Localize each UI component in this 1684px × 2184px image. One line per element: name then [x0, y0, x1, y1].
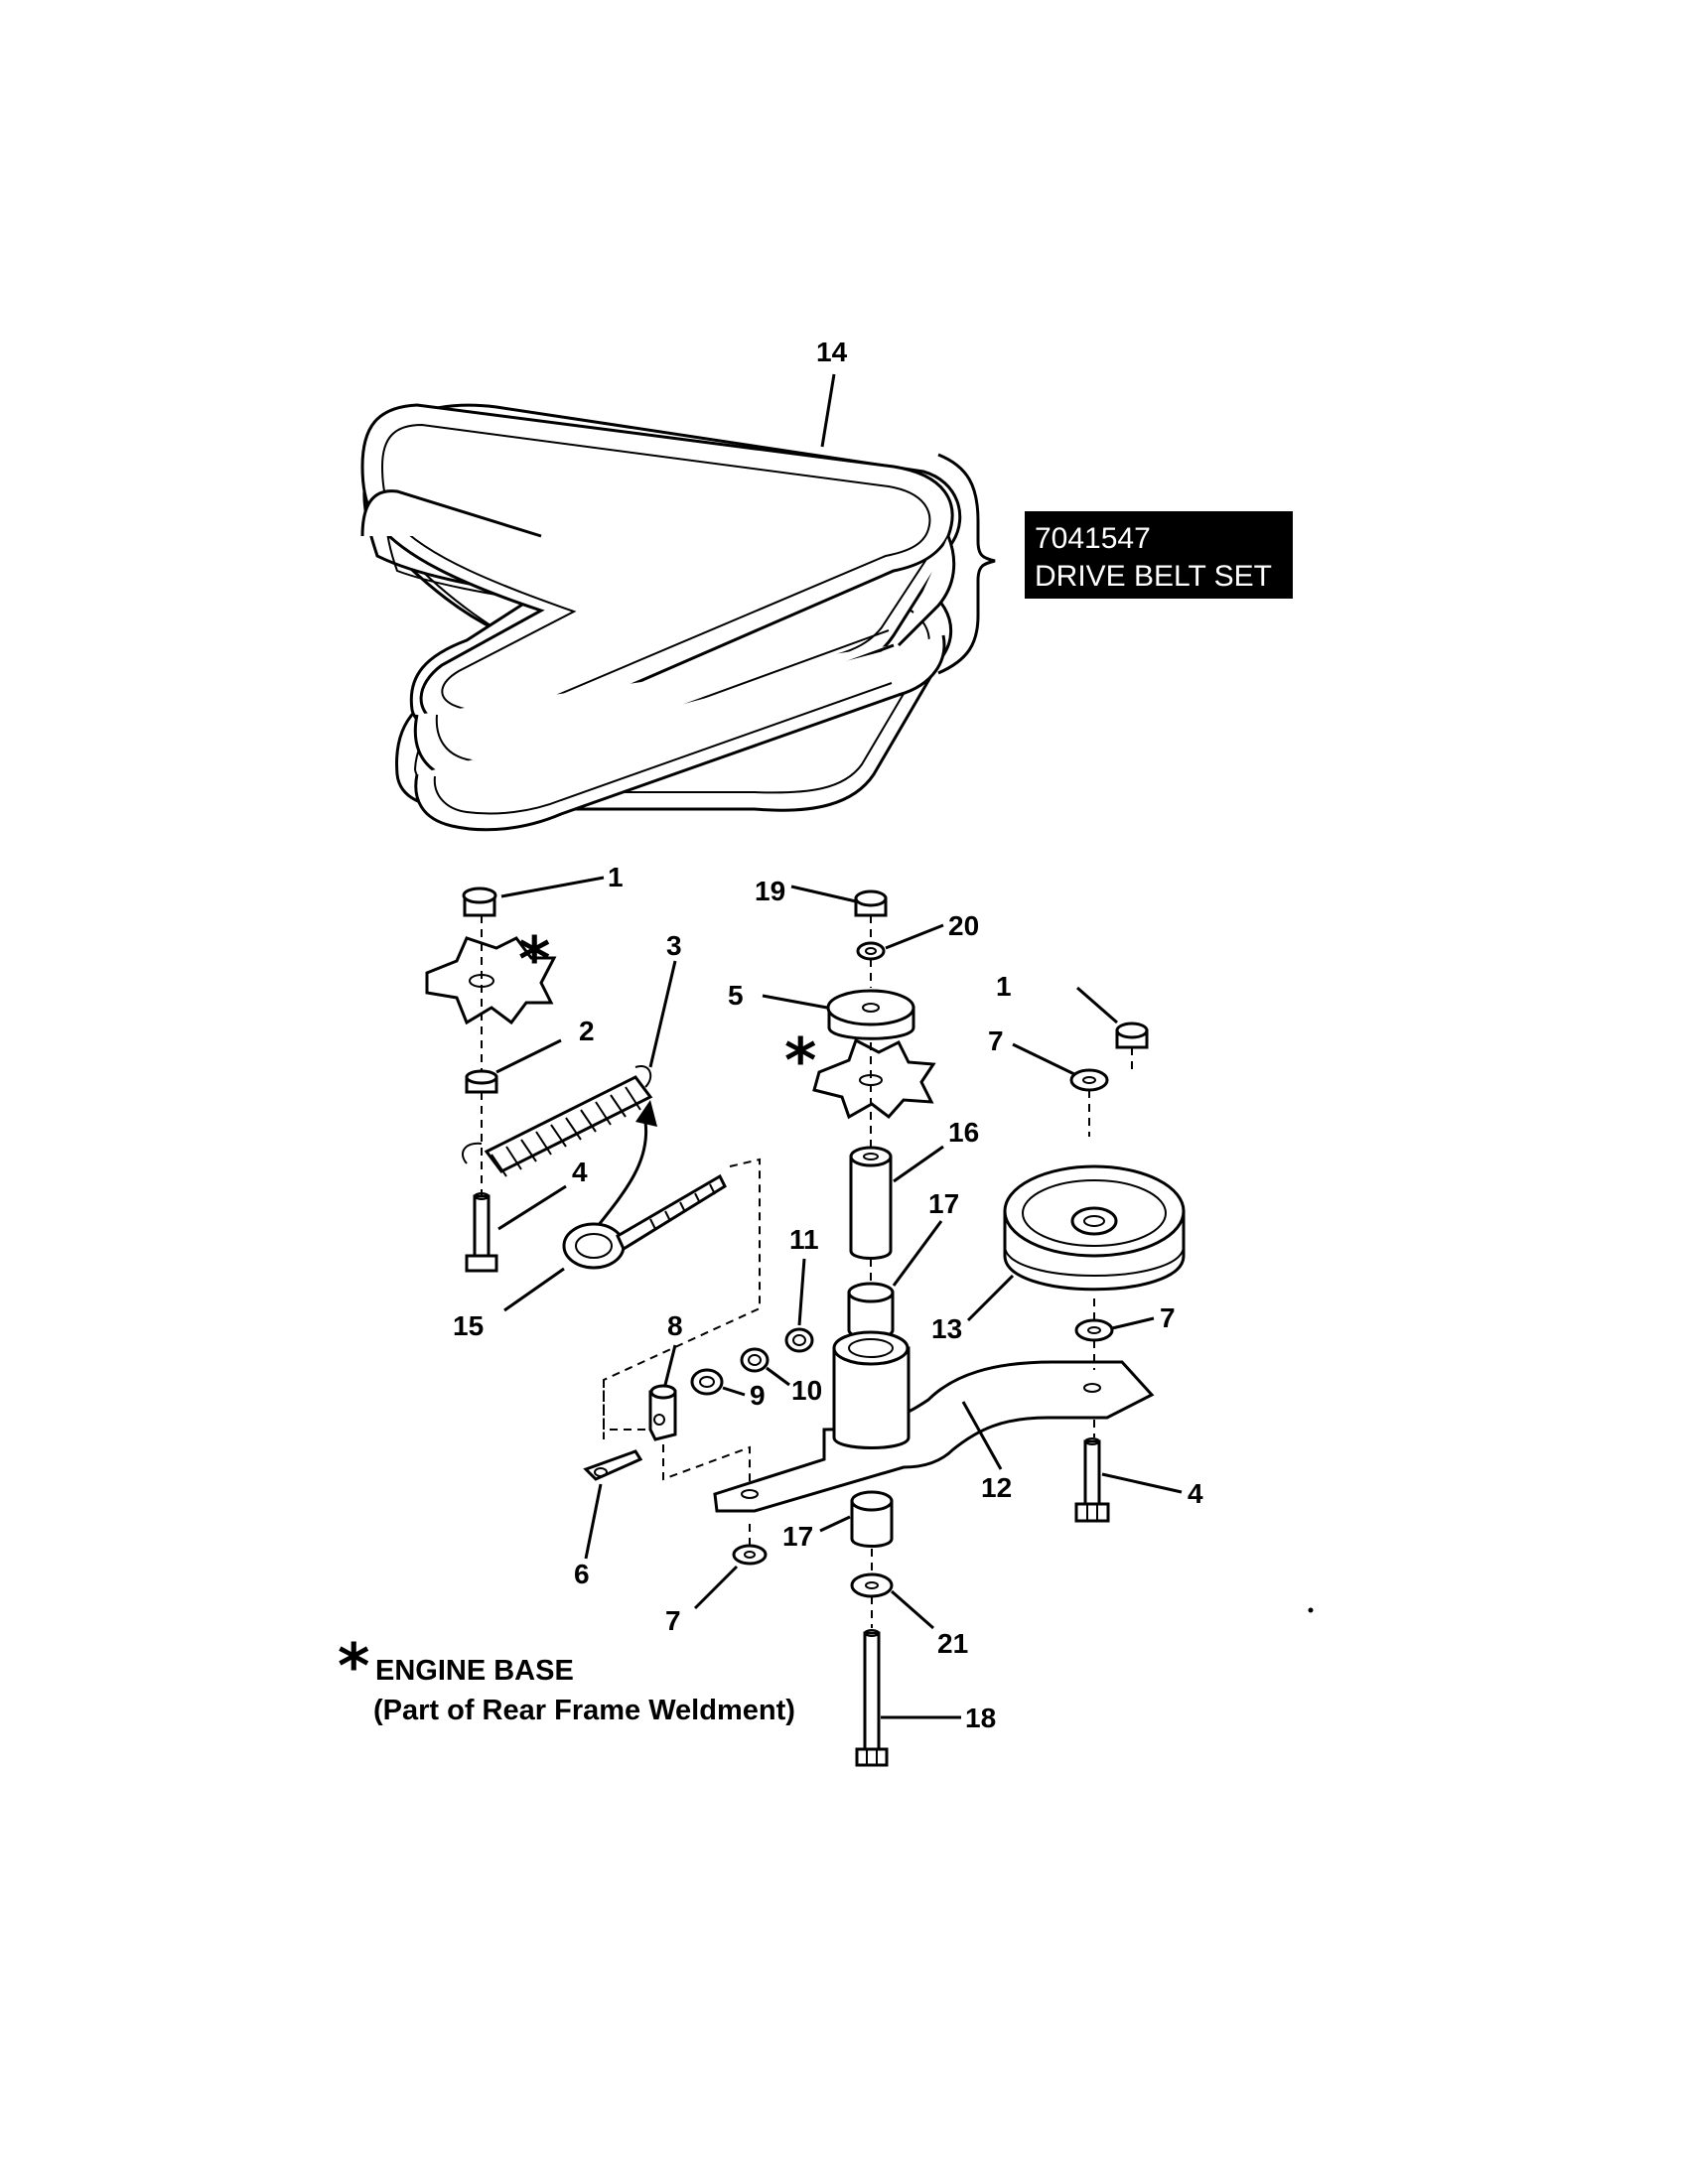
engine-base-star-center: * [784, 1024, 816, 1097]
idler-bracket-12 [713, 1330, 1155, 1513]
nut-11 [784, 1327, 814, 1353]
callout-2: 2 [579, 1016, 595, 1046]
callout-7-lower-right: 7 [1160, 1302, 1176, 1333]
callout-12: 12 [981, 1472, 1012, 1503]
bushing-9 [690, 1368, 724, 1396]
drive-belt-outline [360, 403, 956, 832]
callout-7-upper-right: 7 [988, 1025, 1004, 1056]
hairpin-clip-6 [583, 1449, 643, 1481]
callout-6: 6 [574, 1559, 590, 1589]
callout-3: 3 [666, 930, 682, 961]
eyebolt-15 [562, 1173, 727, 1270]
callout-4-right: 4 [1188, 1478, 1203, 1509]
engine-base-star-left: * [518, 923, 550, 996]
belt-set-name: DRIVE BELT SET [1035, 560, 1272, 593]
spacer-tube-16 [849, 1146, 893, 1260]
note-star: * [338, 1630, 369, 1703]
locknut-1-right [1115, 1022, 1149, 1049]
callout-17-upper: 17 [928, 1188, 959, 1219]
callout-8: 8 [667, 1310, 683, 1341]
locknut-1-left [462, 887, 497, 917]
callout-17-lower: 17 [782, 1521, 813, 1552]
callout-9: 9 [750, 1380, 766, 1411]
callout-19: 19 [755, 876, 785, 906]
engine-base-plate-center [812, 1037, 936, 1120]
belt-set-part-number: 7041547 [1035, 522, 1151, 555]
callout-15: 15 [453, 1310, 484, 1341]
callout-5: 5 [728, 980, 744, 1011]
callout-18: 18 [965, 1703, 996, 1733]
washer-7-upper-right [1069, 1068, 1109, 1092]
callout-1-right: 1 [996, 971, 1012, 1002]
callout-13: 13 [931, 1313, 962, 1344]
belt-set-bracket [937, 453, 996, 675]
washer-7-lower-left [732, 1544, 768, 1566]
washer-spacer-5 [826, 989, 915, 1040]
washer-7-lower-right [1074, 1318, 1114, 1342]
idler-pulley-13 [1003, 1164, 1186, 1292]
callout-16: 16 [948, 1117, 979, 1148]
note-title: ENGINE BASE [375, 1655, 574, 1687]
note-subtitle: (Part of Rear Frame Weldment) [373, 1695, 795, 1726]
washer-21 [850, 1572, 894, 1598]
nut-19 [854, 889, 888, 917]
bushing-17-upper [847, 1282, 895, 1339]
callout-7-lower-left: 7 [665, 1605, 681, 1636]
callout-11: 11 [789, 1224, 819, 1255]
bolt-4-right [1074, 1437, 1110, 1523]
callout-21: 21 [937, 1628, 968, 1659]
bolt-18 [855, 1629, 889, 1767]
belt-set-label-box [1025, 511, 1293, 599]
callout-4-left: 4 [572, 1157, 588, 1187]
callout-1-left: 1 [608, 862, 624, 892]
nut-10 [740, 1347, 770, 1373]
lock-washer-20 [856, 941, 886, 961]
stray-dot [1308, 1607, 1314, 1613]
bolt-4-left [465, 1192, 498, 1273]
callout-20: 20 [948, 910, 979, 941]
callout-10: 10 [791, 1375, 822, 1406]
swivel-block-8 [648, 1384, 677, 1441]
extension-spring-3 [462, 1065, 653, 1177]
spacer-2 [465, 1069, 498, 1094]
callout-14: 14 [816, 337, 848, 367]
bushing-17-lower [850, 1490, 894, 1548]
